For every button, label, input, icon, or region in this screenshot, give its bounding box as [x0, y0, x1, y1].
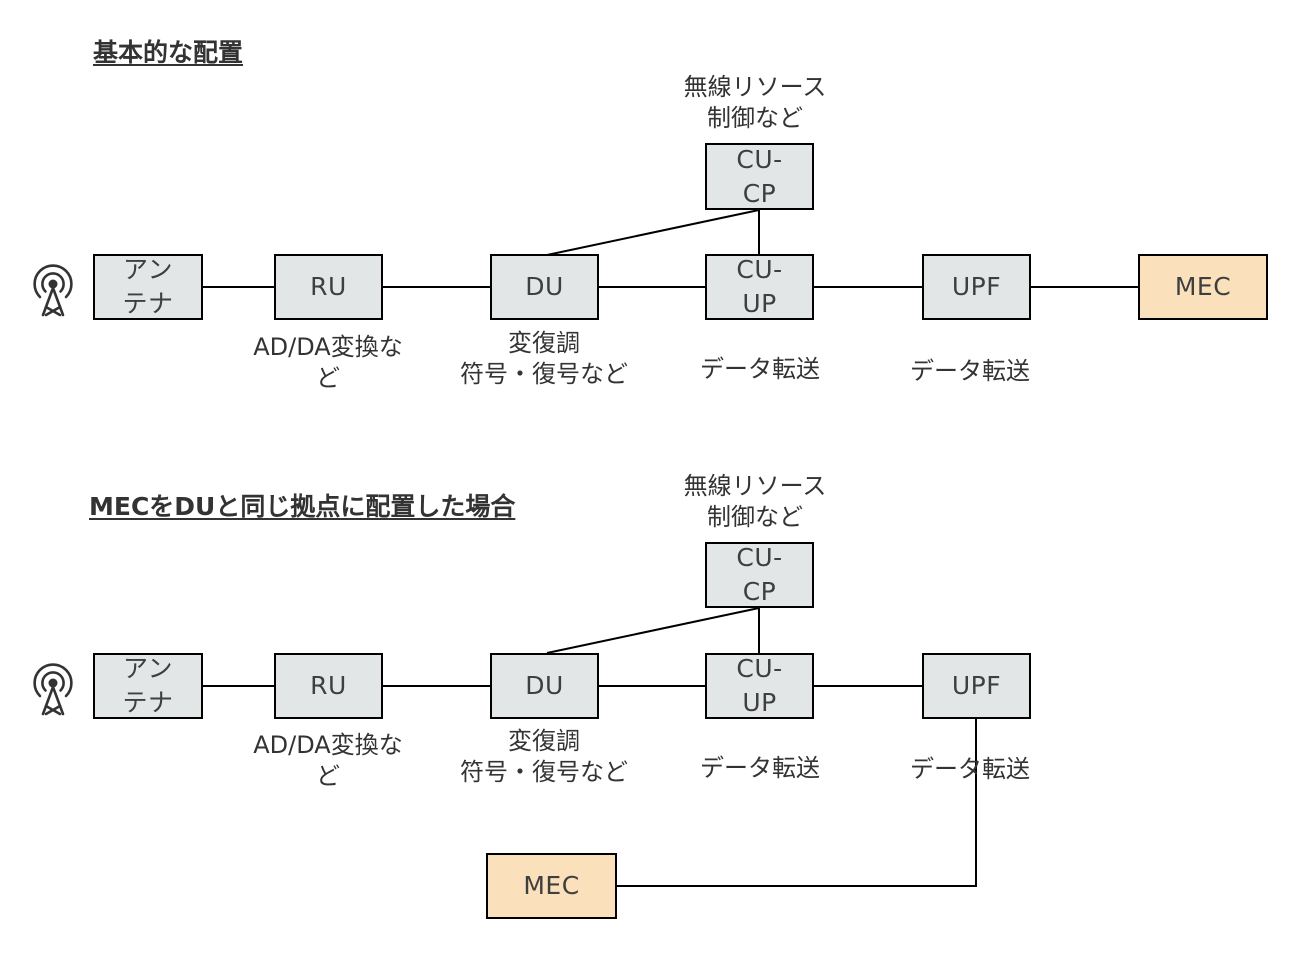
- upf-box: UPF: [922, 653, 1031, 719]
- upf-box: UPF: [922, 254, 1031, 320]
- ru-box: RU: [274, 254, 383, 320]
- ru-caption: AD/DA変換な ど: [253, 731, 403, 790]
- ru-box: RU: [274, 653, 383, 719]
- ru-caption: AD/DA変換な ど: [253, 333, 403, 392]
- ru-label: RU: [310, 671, 347, 700]
- upf-label: UPF: [951, 671, 1002, 700]
- ru-label: RU: [310, 272, 347, 301]
- mec-label: MEC: [1174, 272, 1232, 301]
- cu-up-label: CU- UP: [736, 654, 783, 717]
- cu-cp-box: CU- CP: [705, 542, 814, 608]
- antenna-box: アン テナ: [93, 653, 203, 719]
- radio-control-caption: 無線リソース 制御など: [683, 73, 827, 132]
- du-caption: 変復調 符号・復号など: [460, 329, 628, 388]
- cu-up-box: CU- UP: [705, 254, 814, 320]
- du-label: DU: [525, 272, 564, 301]
- cu-up-label: CU- UP: [736, 255, 783, 318]
- cu-cp-label: CU- CP: [736, 543, 783, 606]
- du-label: DU: [525, 671, 564, 700]
- cu-up-caption: データ転送: [700, 355, 820, 383]
- upf-caption: データ転送: [910, 755, 1030, 783]
- radio-tower-icon: [31, 661, 75, 717]
- cu-up-box: CU- UP: [705, 653, 814, 719]
- antenna-box: アン テナ: [93, 254, 203, 320]
- diagram-title: 基本的な配置: [93, 38, 244, 67]
- antenna-label: アン テナ: [122, 255, 174, 318]
- upf-caption: データ転送: [910, 357, 1030, 385]
- du-box: DU: [490, 653, 599, 719]
- mec-box: MEC: [486, 853, 617, 919]
- link-du-cucp: [546, 607, 760, 654]
- link-upf-mec: [617, 718, 977, 887]
- diagram-title: MECをDUと同じ拠点に配置した場合: [89, 492, 516, 521]
- mec-box: MEC: [1138, 254, 1268, 320]
- radio-tower-icon: [31, 262, 75, 318]
- link-du-cucp: [546, 209, 760, 256]
- du-caption: 変復調 符号・復号など: [460, 727, 628, 786]
- cu-cp-box: CU- CP: [705, 143, 814, 210]
- cu-up-caption: データ転送: [700, 754, 820, 782]
- mec-label: MEC: [523, 871, 580, 900]
- du-box: DU: [490, 254, 599, 320]
- cu-cp-label: CU- CP: [736, 144, 783, 208]
- antenna-label: アン テナ: [122, 654, 174, 717]
- upf-label: UPF: [951, 272, 1002, 301]
- radio-control-caption: 無線リソース 制御など: [683, 472, 827, 531]
